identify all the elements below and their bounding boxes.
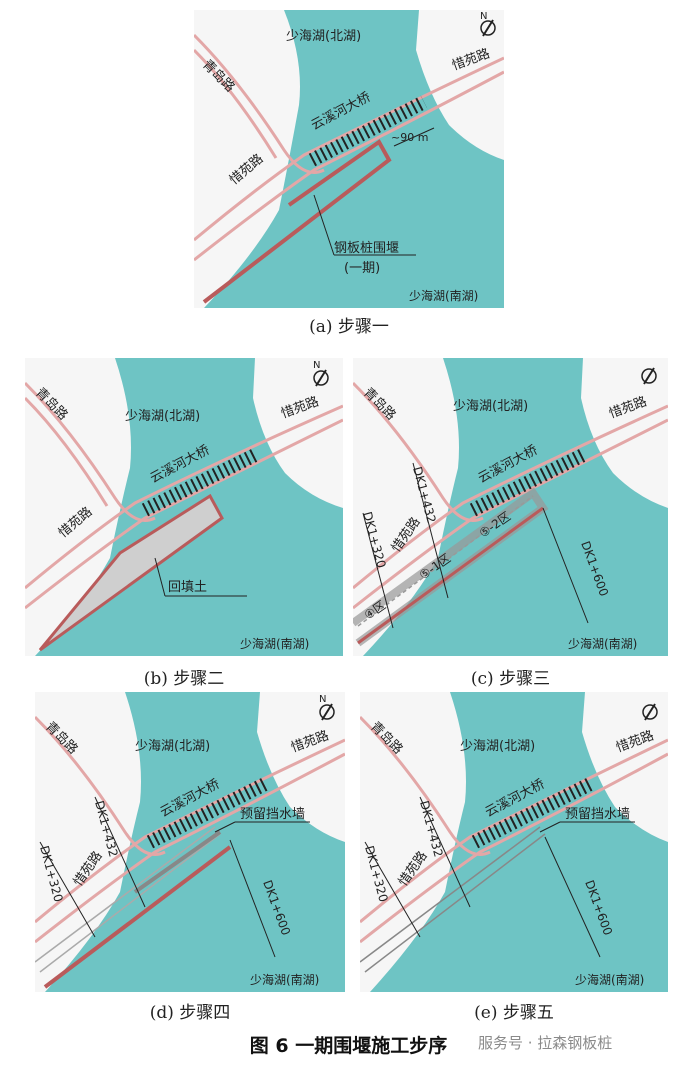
- north-arrow-icon: N: [313, 360, 329, 387]
- north-lake-label: 少海湖(北湖): [286, 29, 361, 44]
- north-lake-label: 少海湖(北湖): [460, 739, 535, 754]
- svg-text:N: N: [313, 360, 320, 371]
- south-lake-label: 少海湖(南湖): [250, 972, 319, 987]
- retaining-wall-label: 预留挡水墙: [565, 807, 630, 822]
- retaining-wall-label: 预留挡水墙: [240, 807, 305, 822]
- svg-text:N: N: [480, 11, 487, 22]
- phase-one-label: (一期): [344, 261, 380, 276]
- land-west: [194, 10, 300, 308]
- panel-d: 少海湖(北湖) 少海湖(南湖) 云溪河大桥 青岛路 惜苑路 惜苑路 DK1+43…: [35, 692, 345, 992]
- map-b: 少海湖(北湖) 少海湖(南湖) 云溪河大桥 青岛路 惜苑路 惜苑路 回填土 N: [25, 358, 343, 656]
- panel-b: 少海湖(北湖) 少海湖(南湖) 云溪河大桥 青岛路 惜苑路 惜苑路 回填土 N: [25, 358, 343, 656]
- caption-d: (d) 步骤四: [149, 1003, 231, 1023]
- watermark: 服务号 · 拉森钢板桩: [478, 1034, 613, 1052]
- svg-text:N: N: [319, 694, 326, 705]
- panel-a: ~90 m 少海湖(北湖) 少海湖(南湖) 云溪河大桥 青岛路 惜苑路 惜苑路 …: [194, 10, 504, 308]
- south-lake-label: 少海湖(南湖): [568, 636, 637, 651]
- dim-label: ~90 m: [391, 131, 428, 144]
- north-lake-label: 少海湖(北湖): [125, 409, 200, 424]
- backfill-area: [38, 493, 224, 652]
- north-arrow-icon: N: [319, 694, 335, 721]
- panel-e: 少海湖(北湖) 少海湖(南湖) 云溪河大桥 青岛路 惜苑路 惜苑路 DK1+43…: [360, 692, 668, 992]
- map-d: 少海湖(北湖) 少海湖(南湖) 云溪河大桥 青岛路 惜苑路 惜苑路 DK1+43…: [35, 692, 345, 992]
- south-lake-label: 少海湖(南湖): [409, 288, 478, 303]
- north-arrow-icon: N: [480, 11, 496, 37]
- north-arrow-icon: [642, 703, 658, 721]
- caption-c: (c) 步骤三: [470, 669, 551, 689]
- map-e: 少海湖(北湖) 少海湖(南湖) 云溪河大桥 青岛路 惜苑路 惜苑路 DK1+43…: [360, 692, 668, 992]
- map-c: 少海湖(北湖) 少海湖(南湖) 云溪河大桥 青岛路 惜苑路 惜苑路 DK1+43…: [353, 358, 668, 656]
- north-lake-label: 少海湖(北湖): [135, 739, 210, 754]
- north-lake-label: 少海湖(北湖): [453, 399, 528, 414]
- caption-e: (e) 步骤五: [474, 1003, 554, 1023]
- north-arrow-icon: [641, 367, 657, 385]
- map-a: ~90 m 少海湖(北湖) 少海湖(南湖) 云溪河大桥 青岛路 惜苑路 惜苑路 …: [194, 10, 504, 308]
- sheet-pile-label: 钢板桩围堰: [334, 241, 399, 256]
- south-lake-label: 少海湖(南湖): [240, 636, 309, 651]
- south-lake-label: 少海湖(南湖): [575, 972, 644, 987]
- figure-title: 图 6 一期围堰施工步序: [249, 1035, 448, 1057]
- caption-b: (b) 步骤二: [143, 669, 225, 689]
- panel-c: 少海湖(北湖) 少海湖(南湖) 云溪河大桥 青岛路 惜苑路 惜苑路 DK1+43…: [353, 358, 668, 656]
- backfill-label: 回填土: [168, 580, 207, 595]
- cofferdam: [202, 139, 392, 304]
- caption-a: (a) 步骤一: [309, 317, 389, 337]
- land-east: [416, 10, 504, 160]
